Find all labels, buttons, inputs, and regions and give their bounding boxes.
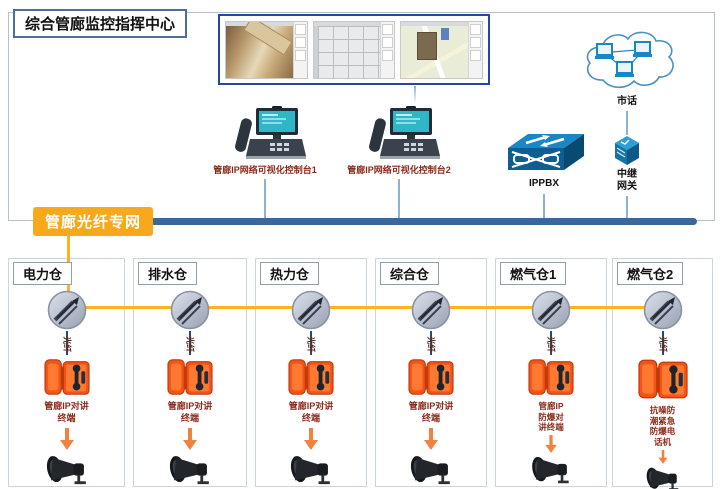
intercom-phone-icon xyxy=(408,359,454,395)
monitor-screenshot-map xyxy=(400,20,484,79)
terminal-label: 抗噪防 潮紧急 防爆电 话机 xyxy=(649,405,676,447)
video-console-1-icon xyxy=(234,106,306,159)
down-arrow-icon xyxy=(59,428,74,451)
terminal-label: 管廊IP对讲 终端 xyxy=(167,401,213,423)
terminal-label: 管廊IP对讲 终端 xyxy=(288,401,334,423)
section-utility-cabin: 综合仓 光纤 管廊IP对讲 终端 xyxy=(375,258,487,487)
backbone-bus-line xyxy=(150,218,697,225)
monitor-wall xyxy=(218,14,490,85)
terminal-label: 管廊IP 防爆对 讲终端 xyxy=(538,401,564,433)
console2-label: 管廊IP网络可视化控制台2 xyxy=(347,165,451,175)
intercom-phone-icon xyxy=(288,359,334,395)
intercom-phone-icon xyxy=(167,359,213,395)
fiber-link-label: 光纤 xyxy=(546,336,556,353)
broadcast-speaker-icon xyxy=(408,454,450,485)
monitor-screenshot-cctv xyxy=(312,20,396,79)
fiber-link: 光纤 xyxy=(300,331,322,355)
fiber-network-badge: 管廊光纤专网 xyxy=(33,207,154,236)
section-title: 燃气仓1 xyxy=(500,262,567,285)
fiber-link-label: 光纤 xyxy=(185,336,195,353)
section-title: 燃气仓2 xyxy=(617,262,684,285)
broadcast-speaker-icon xyxy=(530,455,569,484)
fiber-node-icon xyxy=(530,289,572,331)
monitor-connector-line xyxy=(414,86,416,104)
broadcast-speaker-icon xyxy=(44,454,86,485)
intercom-phone-icon xyxy=(43,359,90,395)
ippbx-connector-line xyxy=(543,194,545,219)
section-title: 电力仓 xyxy=(13,262,73,285)
emergency-phone-icon xyxy=(637,359,688,399)
down-arrow-icon xyxy=(183,428,197,451)
fiber-link: 光纤 xyxy=(420,331,442,355)
section-heating-cabin: 热力仓 光纤 管廊IP对讲 终端 xyxy=(255,258,367,487)
console1-label: 管廊IP网络可视化控制台1 xyxy=(213,165,317,175)
down-arrow-icon xyxy=(658,449,667,464)
trunk-gateway-icon xyxy=(614,135,640,166)
fiber-link-label: 光纤 xyxy=(62,336,71,353)
terminal-label: 管廊IP对讲 终端 xyxy=(408,401,454,423)
fiber-node-icon xyxy=(290,289,332,331)
section-power-cabin: 电力仓 光纤 管廊IP对讲 终端 xyxy=(8,258,125,487)
section-title: 排水仓 xyxy=(138,262,198,285)
ippbx-label: IPPBX xyxy=(528,178,559,189)
section-gas-cabin-1: 燃气仓1 光纤 管廊IP 防爆对 讲终端 xyxy=(495,258,607,487)
gateway-connector-line xyxy=(626,196,628,219)
console2-connector-line xyxy=(398,179,400,219)
explosion-proof-phone-icon xyxy=(528,359,574,395)
down-arrow-icon xyxy=(424,428,438,451)
fiber-node-icon xyxy=(46,289,87,331)
fiber-link-label: 光纤 xyxy=(426,336,436,353)
monitor-screenshot-tunnel xyxy=(225,20,308,79)
fiber-node-icon xyxy=(642,289,683,331)
fiber-bus-line xyxy=(68,306,668,309)
video-console-2-icon xyxy=(368,106,440,159)
fiber-node-icon xyxy=(410,289,452,331)
fiber-link-label: 光纤 xyxy=(306,336,316,353)
down-arrow-icon xyxy=(545,434,557,453)
fiber-node-icon xyxy=(169,289,211,331)
fiber-link: 光纤 xyxy=(652,331,674,355)
section-drainage-cabin: 排水仓 光纤 管廊IP对讲 终端 xyxy=(133,258,247,487)
section-title: 热力仓 xyxy=(260,262,320,285)
cloud-gateway-line xyxy=(626,111,628,135)
broadcast-speaker-icon xyxy=(644,465,678,489)
section-title: 综合仓 xyxy=(380,262,440,285)
ippbx-switch-icon xyxy=(506,132,584,172)
pstn-cloud-icon xyxy=(586,31,675,89)
section-gas-cabin-2: 燃气仓2 光纤 抗噪防 潮紧急 防爆电 话机 xyxy=(612,258,713,489)
fiber-link: 光纤 xyxy=(179,331,201,355)
terminal-label: 管廊IP对讲 终端 xyxy=(44,401,89,423)
page-title: 综合管廊监控指挥中心 xyxy=(13,9,188,38)
fiber-link-label: 光纤 xyxy=(658,336,667,353)
console1-connector-line xyxy=(264,179,266,219)
city-phone-label: 市话 xyxy=(617,96,637,107)
gateway-label: 中继 网关 xyxy=(617,169,637,192)
broadcast-speaker-icon xyxy=(288,454,330,485)
down-arrow-icon xyxy=(304,428,318,451)
fiber-link: 光纤 xyxy=(540,331,562,355)
broadcast-speaker-icon xyxy=(167,454,209,485)
fiber-link: 光纤 xyxy=(56,331,78,355)
